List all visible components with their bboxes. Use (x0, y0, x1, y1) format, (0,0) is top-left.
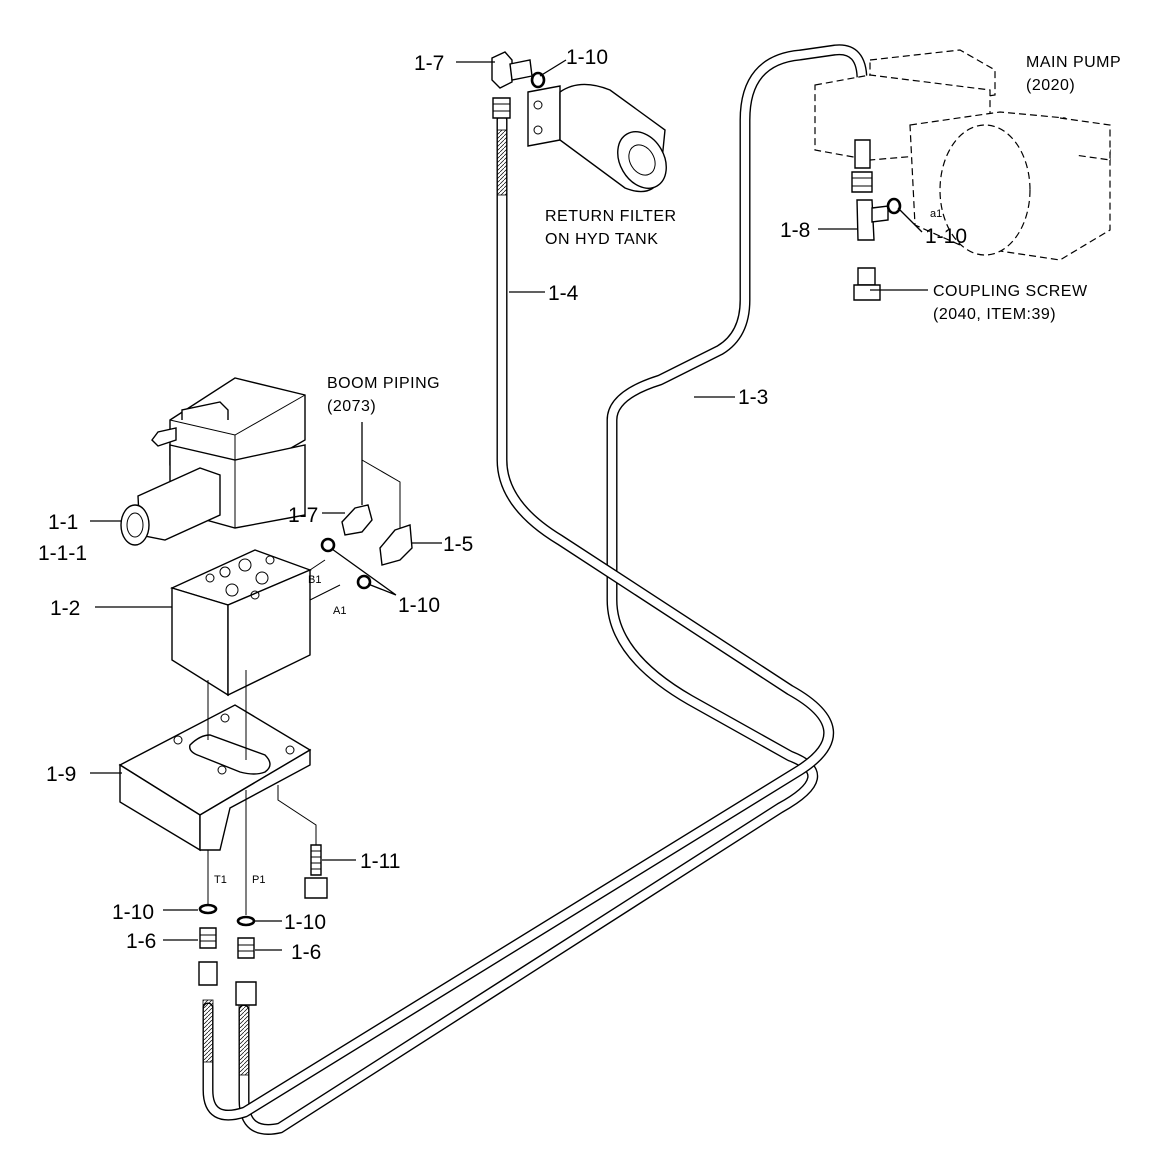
port-a1-pump: a1 (930, 208, 942, 220)
note-return-filter: RETURN FILTER (545, 208, 677, 225)
note-boom-ref: (2073) (327, 398, 376, 415)
boom-fittings (320, 459, 413, 590)
note-main-pump-ref: (2020) (1026, 77, 1075, 94)
port-a1: A1 (333, 605, 346, 617)
label-1-7-mid: 1-7 (288, 504, 318, 527)
note-hyd-tank: ON HYD TANK (545, 231, 658, 248)
manifold-block (170, 549, 312, 697)
notes: MAIN PUMP (2020) RETURN FILTER ON HYD TA… (327, 54, 1121, 415)
label-1-1: 1-1 (48, 511, 78, 534)
return-filter (527, 83, 667, 193)
label-1-9: 1-9 (46, 763, 76, 786)
port-p1: P1 (252, 874, 265, 886)
label-1-10-pump: 1-10 (925, 225, 967, 248)
label-1-1-1: 1-1-1 (38, 542, 87, 565)
label-1-8: 1-8 (780, 219, 810, 242)
assembly-lines (207, 559, 341, 915)
pump-fittings (851, 139, 902, 301)
hose-1-4 (202, 114, 834, 1121)
part-labels: 1-7 1-10 1-4 1-8 1-10 1-3 1-1 1-1-1 1-2 … (38, 46, 967, 964)
label-1-10-mid: 1-10 (398, 594, 440, 617)
port-fittings (198, 903, 257, 1006)
note-coupling-screw: COUPLING SCREW (933, 283, 1088, 300)
label-1-6-left: 1-6 (126, 930, 156, 953)
note-main-pump: MAIN PUMP (1026, 54, 1121, 71)
note-coupling-ref: (2040, ITEM:39) (933, 306, 1056, 323)
main-pump (814, 49, 1111, 261)
label-1-7-top: 1-7 (414, 52, 444, 75)
port-labels: B1 A1 T1 P1 a1 (214, 208, 942, 886)
label-1-4: 1-4 (548, 282, 579, 305)
port-t1: T1 (214, 874, 227, 886)
hose-1-3 (238, 44, 868, 1135)
mounting-bracket (118, 670, 312, 852)
label-1-6-right: 1-6 (291, 941, 321, 964)
label-1-3: 1-3 (738, 386, 768, 409)
label-1-10-top: 1-10 (566, 46, 608, 69)
note-boom-piping: BOOM PIPING (327, 375, 440, 392)
label-1-11: 1-11 (360, 850, 400, 873)
label-1-5: 1-5 (443, 533, 473, 556)
solenoid-valve (120, 377, 306, 546)
cap-screw (304, 844, 328, 899)
label-1-10-t1: 1-10 (112, 901, 154, 924)
port-b1: B1 (308, 574, 321, 586)
elbow-fitting-top (491, 51, 546, 119)
label-1-2: 1-2 (50, 597, 80, 620)
label-1-10-p1: 1-10 (284, 911, 326, 934)
leader-lines (90, 59, 928, 951)
